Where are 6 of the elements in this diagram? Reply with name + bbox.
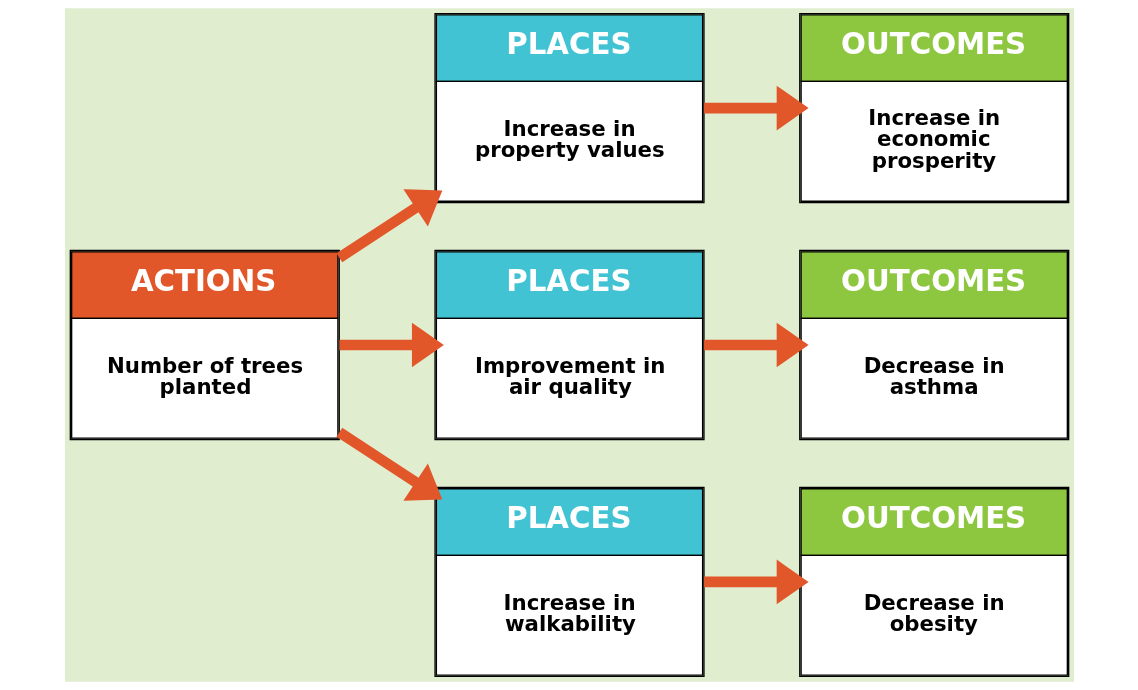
arrow	[703, 85, 809, 131]
arrow	[703, 559, 809, 605]
arrow	[338, 322, 444, 368]
arrow	[335, 189, 442, 263]
arrow	[703, 322, 809, 368]
arrow	[335, 427, 442, 501]
